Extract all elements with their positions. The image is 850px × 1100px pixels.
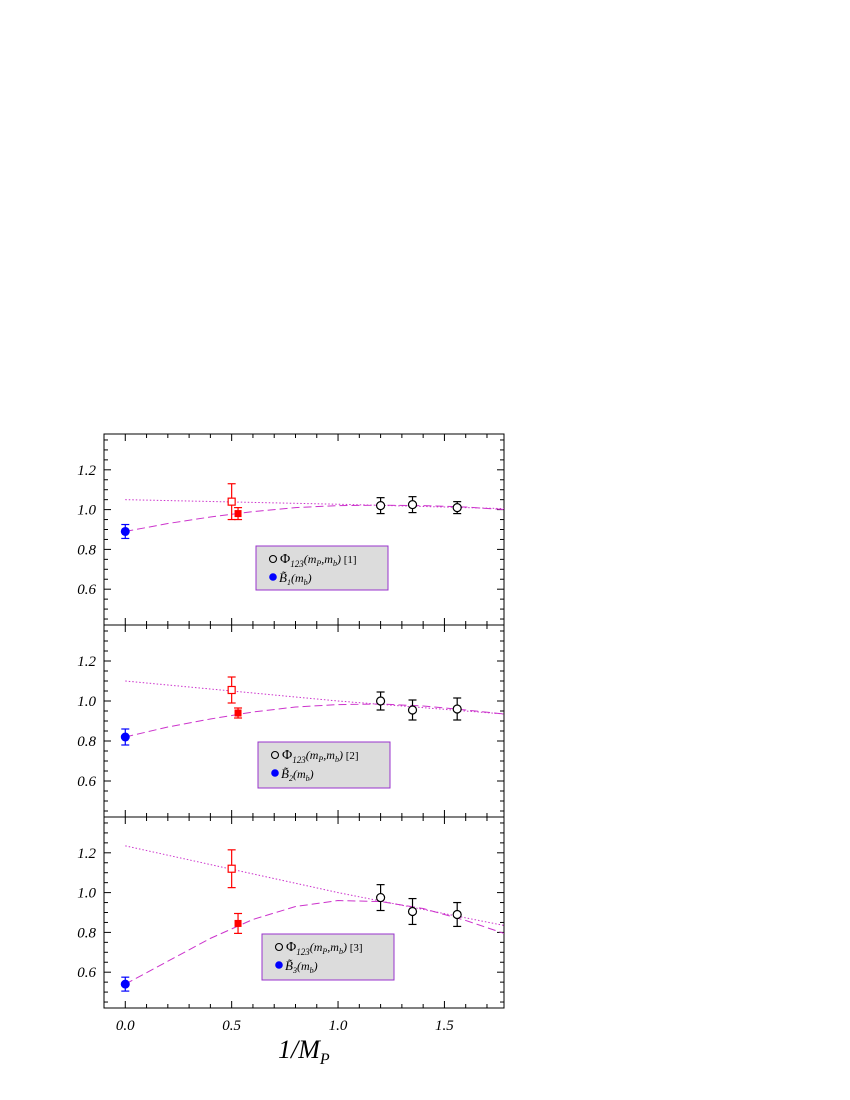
open-circle-point	[375, 696, 386, 706]
y-tick-label: 0.6	[77, 965, 96, 981]
legend-blue-circle-marker	[271, 769, 279, 777]
panel-frame	[103, 433, 505, 626]
red-filled-square-point	[234, 709, 242, 717]
legend-entry-2: B̃1(mb)	[279, 570, 312, 587]
legend: Φ123(mP,mb) [2]B̃2(mb)	[257, 741, 391, 789]
y-tick-label: 1.2	[77, 846, 96, 862]
y-tick-label: 1.0	[77, 503, 96, 519]
blue-circle-point	[120, 979, 130, 989]
y-tick-label: 0.8	[77, 542, 96, 558]
y-tick-label: 0.6	[77, 774, 96, 790]
legend-entry-1: Φ123(mP,mb) [1]	[280, 552, 357, 569]
red-open-square-point	[227, 685, 236, 695]
legend: Φ123(mP,mb) [1]B̃1(mb)	[255, 545, 389, 591]
legend-open-circle-marker	[270, 750, 280, 760]
red-filled-square-point	[234, 919, 242, 927]
dotted-fit-line	[125, 845, 504, 926]
y-tick-label: 1.2	[77, 654, 96, 670]
legend-blue-circle-marker	[275, 961, 283, 969]
dashed-fit-line	[125, 703, 504, 738]
legend-box	[257, 741, 391, 789]
legend-open-circle-marker	[268, 554, 278, 564]
blue-circle-point	[120, 526, 130, 536]
dotted-fit-line	[125, 680, 504, 715]
x-tick-label: 1.0	[329, 1018, 348, 1034]
y-tick-label: 1.0	[77, 886, 96, 902]
open-circle-point	[375, 892, 386, 903]
y-tick-label: 0.6	[77, 582, 96, 598]
legend-open-circle-marker	[274, 942, 284, 952]
legend-entry-1: Φ123(mP,mb) [2]	[282, 748, 359, 765]
blue-circle-point	[120, 732, 130, 742]
x-tick-label: 0.0	[116, 1018, 135, 1034]
dashed-fit-line	[125, 900, 504, 985]
open-circle-point	[452, 909, 462, 920]
legend-blue-circle-marker	[269, 573, 277, 581]
open-circle-point	[407, 906, 418, 917]
red-filled-square-point	[234, 510, 242, 518]
legend-entry-2: B̃3(mb)	[285, 958, 318, 975]
open-circle-point	[452, 704, 462, 714]
open-circle-point	[407, 500, 418, 510]
legend: Φ123(mP,mb) [3]B̃3(mb)	[261, 933, 395, 981]
open-circle-point	[407, 705, 418, 715]
y-tick-label: 1.0	[77, 694, 96, 710]
open-circle-point	[375, 501, 386, 511]
x-tick-label: 1.5	[435, 1018, 454, 1034]
red-open-square-point	[227, 497, 236, 506]
y-tick-label: 1.2	[77, 463, 96, 479]
y-tick-label: 0.8	[77, 925, 96, 941]
y-tick-label: 0.8	[77, 734, 96, 750]
dashed-fit-line	[125, 504, 504, 532]
legend-box	[261, 933, 395, 981]
x-axis-label: 1/MP	[278, 1035, 330, 1068]
dotted-fit-line	[125, 499, 504, 510]
open-circle-point	[452, 503, 462, 513]
legend-entry-1: Φ123(mP,mb) [3]	[286, 940, 363, 957]
red-open-square-point	[227, 864, 236, 873]
x-tick-label: 0.5	[222, 1018, 241, 1034]
x-axis: 0.0 0.5 1.0 1.5	[116, 1018, 454, 1034]
legend-entry-2: B̃2(mb)	[281, 766, 314, 783]
legend-box	[255, 545, 389, 591]
